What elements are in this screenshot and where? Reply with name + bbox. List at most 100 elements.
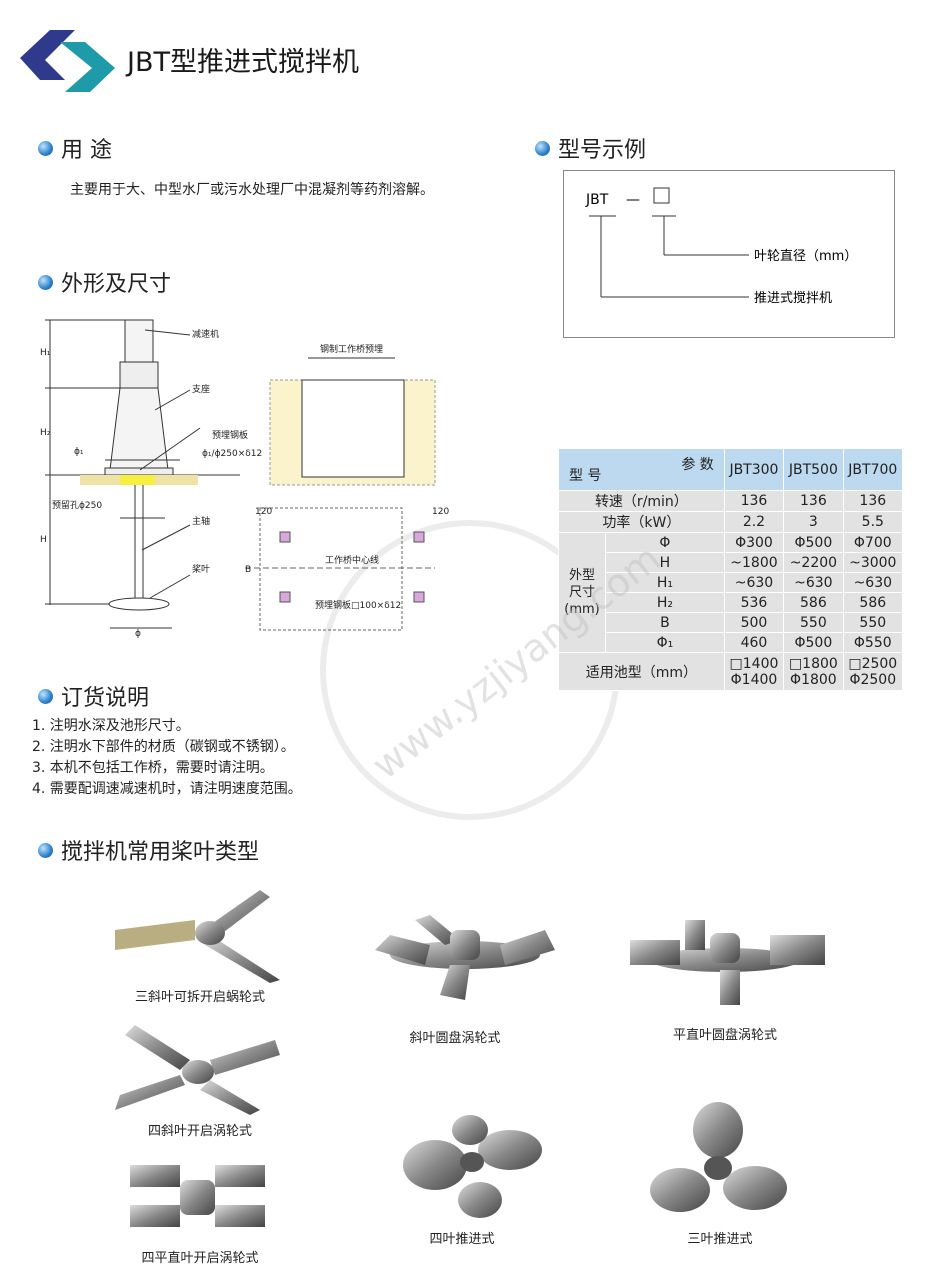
- table-row: H₁~630~630~630: [558, 572, 904, 593]
- bullet-icon: [38, 842, 53, 858]
- cell: Φ500: [783, 632, 844, 653]
- ordering-list: 1. 注明水深及池形尺寸。 2. 注明水下部件的材质（碳钢或不锈钢）。 3. 本…: [32, 716, 302, 800]
- cell: 550: [783, 612, 844, 633]
- model-dash: —: [626, 192, 640, 208]
- pool-square: □1800: [788, 655, 838, 672]
- cell: ~1800: [723, 552, 785, 573]
- model-col: JBT700: [842, 448, 904, 491]
- ordering-heading: 订货说明: [38, 680, 149, 712]
- list-item: 4. 需要配调速减速机时，请注明速度范围。: [32, 781, 302, 797]
- cell: 136: [783, 490, 844, 512]
- label-shaft: 主轴: [192, 515, 210, 527]
- row-label: B: [605, 612, 725, 633]
- impeller-image: [650, 1102, 787, 1212]
- dim-120-left: 120: [255, 507, 272, 517]
- dimensions-heading: 外形及尺寸: [38, 266, 171, 298]
- pool-round: Φ1400: [730, 671, 778, 688]
- list-item: 2. 注明水下部件的材质（碳钢或不锈钢）。: [32, 739, 295, 755]
- impeller-caption: 四斜叶开启涡轮式: [147, 1124, 252, 1139]
- page-title: JBT型推进式搅拌机: [127, 47, 359, 78]
- impeller-image: [115, 890, 280, 983]
- dim-120-right: 120: [432, 507, 449, 517]
- label-h2: H₂: [40, 428, 51, 438]
- label-h1: H₁: [40, 348, 51, 358]
- list-item: 3. 本机不包括工作桥，需要时请注明。: [32, 760, 274, 776]
- label-phi1: ϕ₁: [74, 447, 84, 457]
- dim-group-label: 外型尺寸(mm): [558, 532, 606, 653]
- pool-round: Φ2500: [849, 671, 897, 688]
- label-center-line: 工作桥中心线: [325, 554, 379, 566]
- usage-heading-text: 用 途: [61, 138, 112, 163]
- pool-round: Φ1800: [790, 671, 837, 688]
- spec-table: 参 数 型 号 JBT300 JBT500 JBT700 转速（r/min）13…: [558, 448, 904, 691]
- label-h: H: [40, 535, 47, 545]
- impeller-caption: 三叶推进式: [687, 1232, 753, 1247]
- row-label: H₁: [605, 572, 725, 593]
- dimension-drawing: 减速机 支座 预埋钢板 ϕ₁/ϕ250×δ12 预留孔ϕ250 主轴 桨叶 ϕ₁…: [40, 319, 449, 639]
- row-label: 适用池型（mm）: [558, 652, 725, 691]
- label-plate2: 预埋钢板□100×δ12: [315, 599, 401, 611]
- model-code: JBT: [585, 192, 609, 208]
- cell: ~3000: [842, 552, 904, 573]
- label-plate: 预埋钢板: [212, 429, 248, 441]
- dimensions-heading-text: 外形及尺寸: [61, 272, 172, 297]
- label-b: B: [245, 565, 251, 575]
- label-type: 推进式搅拌机: [754, 290, 832, 306]
- label-diameter: 叶轮直径（mm）: [754, 249, 857, 264]
- row-label: Φ₁: [605, 632, 725, 653]
- cell: Φ500: [783, 532, 844, 553]
- label-phi: ϕ: [135, 629, 141, 639]
- model-col: JBT500: [783, 448, 844, 491]
- bullet-icon: [38, 274, 53, 290]
- cell: ~630: [842, 572, 904, 593]
- label-plate-spec: ϕ₁/ϕ250×δ12: [202, 449, 262, 459]
- row-label: H: [605, 552, 725, 573]
- label-support: 支座: [192, 383, 210, 395]
- cell: Φ550: [842, 632, 904, 653]
- bridge-title: 钢制工作桥预埋: [320, 343, 383, 355]
- cell: Φ300: [723, 532, 785, 553]
- cell: 136: [723, 490, 785, 512]
- model-example-heading-text: 型号示例: [558, 138, 647, 163]
- impeller-image: [403, 1115, 542, 1218]
- bullet-icon: [38, 688, 53, 704]
- impeller-image: [115, 1025, 280, 1115]
- logo-icon: [20, 30, 115, 92]
- impeller-caption: 三斜叶可拆开启蜗轮式: [134, 990, 265, 1005]
- label-reducer: 减速机: [192, 328, 219, 340]
- cell: 586: [783, 592, 844, 613]
- cell: 586: [842, 592, 904, 613]
- pool-square: □2500: [848, 655, 898, 672]
- usage-heading: 用 途: [38, 132, 112, 164]
- cell: Φ700: [842, 532, 904, 553]
- impellers-heading: 搅拌机常用桨叶类型: [38, 834, 259, 866]
- table-row: H~1800~2200~3000: [558, 552, 904, 573]
- impeller-caption: 斜叶圆盘涡轮式: [409, 1031, 501, 1046]
- model-box: [653, 187, 670, 204]
- impeller-caption: 平直叶圆盘涡轮式: [672, 1028, 777, 1043]
- impeller-image: [130, 1165, 265, 1227]
- cell: 460: [723, 632, 785, 653]
- cell: ~630: [723, 572, 785, 593]
- header-param: 参 数: [681, 457, 714, 473]
- header-model: 型 号: [569, 468, 602, 484]
- cell: 550: [842, 612, 904, 633]
- cell: 5.5: [842, 511, 904, 533]
- bullet-icon: [38, 140, 53, 156]
- pool-square: □1400: [729, 655, 779, 672]
- label-blade: 桨叶: [192, 563, 210, 575]
- cell: 136: [842, 490, 904, 512]
- cell: 3: [783, 511, 844, 533]
- model-example-box: JBT — 叶轮直径（mm） 推进式搅拌机: [563, 170, 895, 338]
- impellers-heading-text: 搅拌机常用桨叶类型: [61, 840, 260, 865]
- ordering-heading-text: 订货说明: [61, 686, 150, 711]
- cell: 536: [723, 592, 785, 613]
